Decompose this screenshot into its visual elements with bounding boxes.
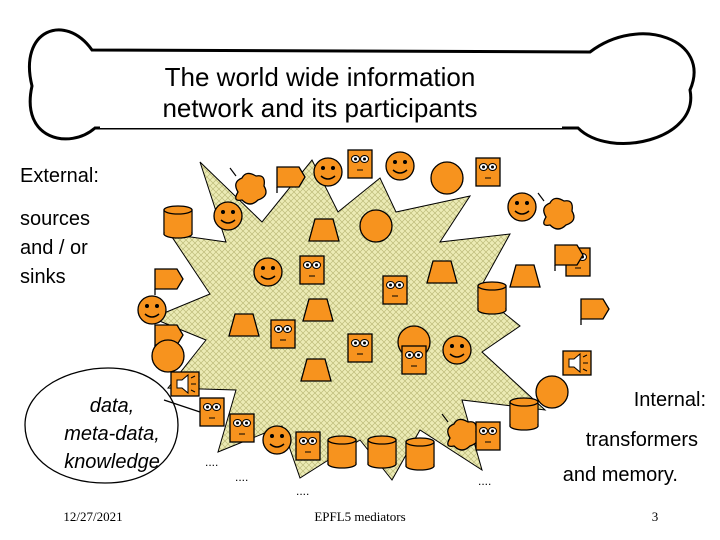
ellipsis: .... — [478, 474, 491, 488]
sources-label-line-3: sinks — [20, 266, 66, 288]
transformers-label-line-1: transformers — [586, 429, 698, 451]
bubble-line-1: data, — [90, 395, 134, 417]
ellipsis: .... — [296, 484, 309, 498]
page-title-line-2: network and its participants — [162, 93, 477, 123]
flag-icon — [580, 298, 610, 326]
trapezoid-icon — [300, 358, 332, 382]
eyes-box-icon — [401, 345, 427, 375]
eyes-box-icon — [295, 431, 321, 461]
page-title-line-1: The world wide information — [165, 62, 476, 92]
eyes-box-icon — [229, 413, 255, 443]
database-icon — [327, 435, 357, 469]
face-icon — [262, 425, 292, 455]
database-icon — [163, 205, 193, 239]
speaker-icon — [170, 371, 200, 397]
eyes-box-icon — [382, 275, 408, 305]
eyes-box-icon — [299, 255, 325, 285]
person-icon — [430, 161, 464, 195]
external-label: External: — [20, 165, 99, 187]
page-number: 3 — [652, 509, 659, 524]
database-icon — [477, 281, 507, 315]
eyes-box-icon — [199, 397, 225, 427]
person-icon — [535, 375, 569, 409]
footer-center: EPFL5 mediators — [314, 509, 405, 524]
eyes-box-icon — [347, 149, 373, 179]
transformers-label-line-2: and memory. — [563, 464, 678, 486]
database-icon — [367, 435, 397, 469]
bubble-line-2: meta-data, — [64, 423, 160, 445]
network-burst — [150, 159, 547, 481]
trapezoid-icon — [302, 298, 334, 322]
ellipsis: .... — [205, 455, 218, 469]
face-icon — [507, 192, 537, 222]
database-icon — [405, 437, 435, 471]
title-frame — [28, 28, 696, 145]
trapezoid-icon — [228, 313, 260, 337]
eyes-box-icon — [347, 333, 373, 363]
flag-icon — [154, 268, 184, 296]
face-icon — [385, 151, 415, 181]
person-icon — [359, 209, 393, 243]
face-icon — [137, 295, 167, 325]
bubble-line-3: knowledge — [64, 451, 160, 473]
trapezoid-icon — [509, 264, 541, 288]
sources-label-line-2: and / or — [20, 237, 88, 259]
speaker-icon — [562, 350, 592, 376]
eyes-box-icon — [475, 421, 501, 451]
face-icon — [253, 257, 283, 287]
person-icon — [151, 339, 185, 373]
database-icon — [509, 397, 539, 431]
ellipsis: .... — [235, 470, 248, 484]
internal-label: Internal: — [634, 389, 706, 411]
face-icon — [213, 201, 243, 231]
eyes-box-icon — [270, 319, 296, 349]
face-icon — [313, 157, 343, 187]
eyes-box-icon — [475, 157, 501, 187]
footer-date: 12/27/2021 — [63, 509, 122, 524]
sources-label-line-1: sources — [20, 208, 90, 230]
trapezoid-icon — [308, 218, 340, 242]
cloud-icon — [229, 167, 267, 205]
trapezoid-icon — [426, 260, 458, 284]
face-icon — [442, 335, 472, 365]
cloud-icon — [537, 192, 575, 230]
